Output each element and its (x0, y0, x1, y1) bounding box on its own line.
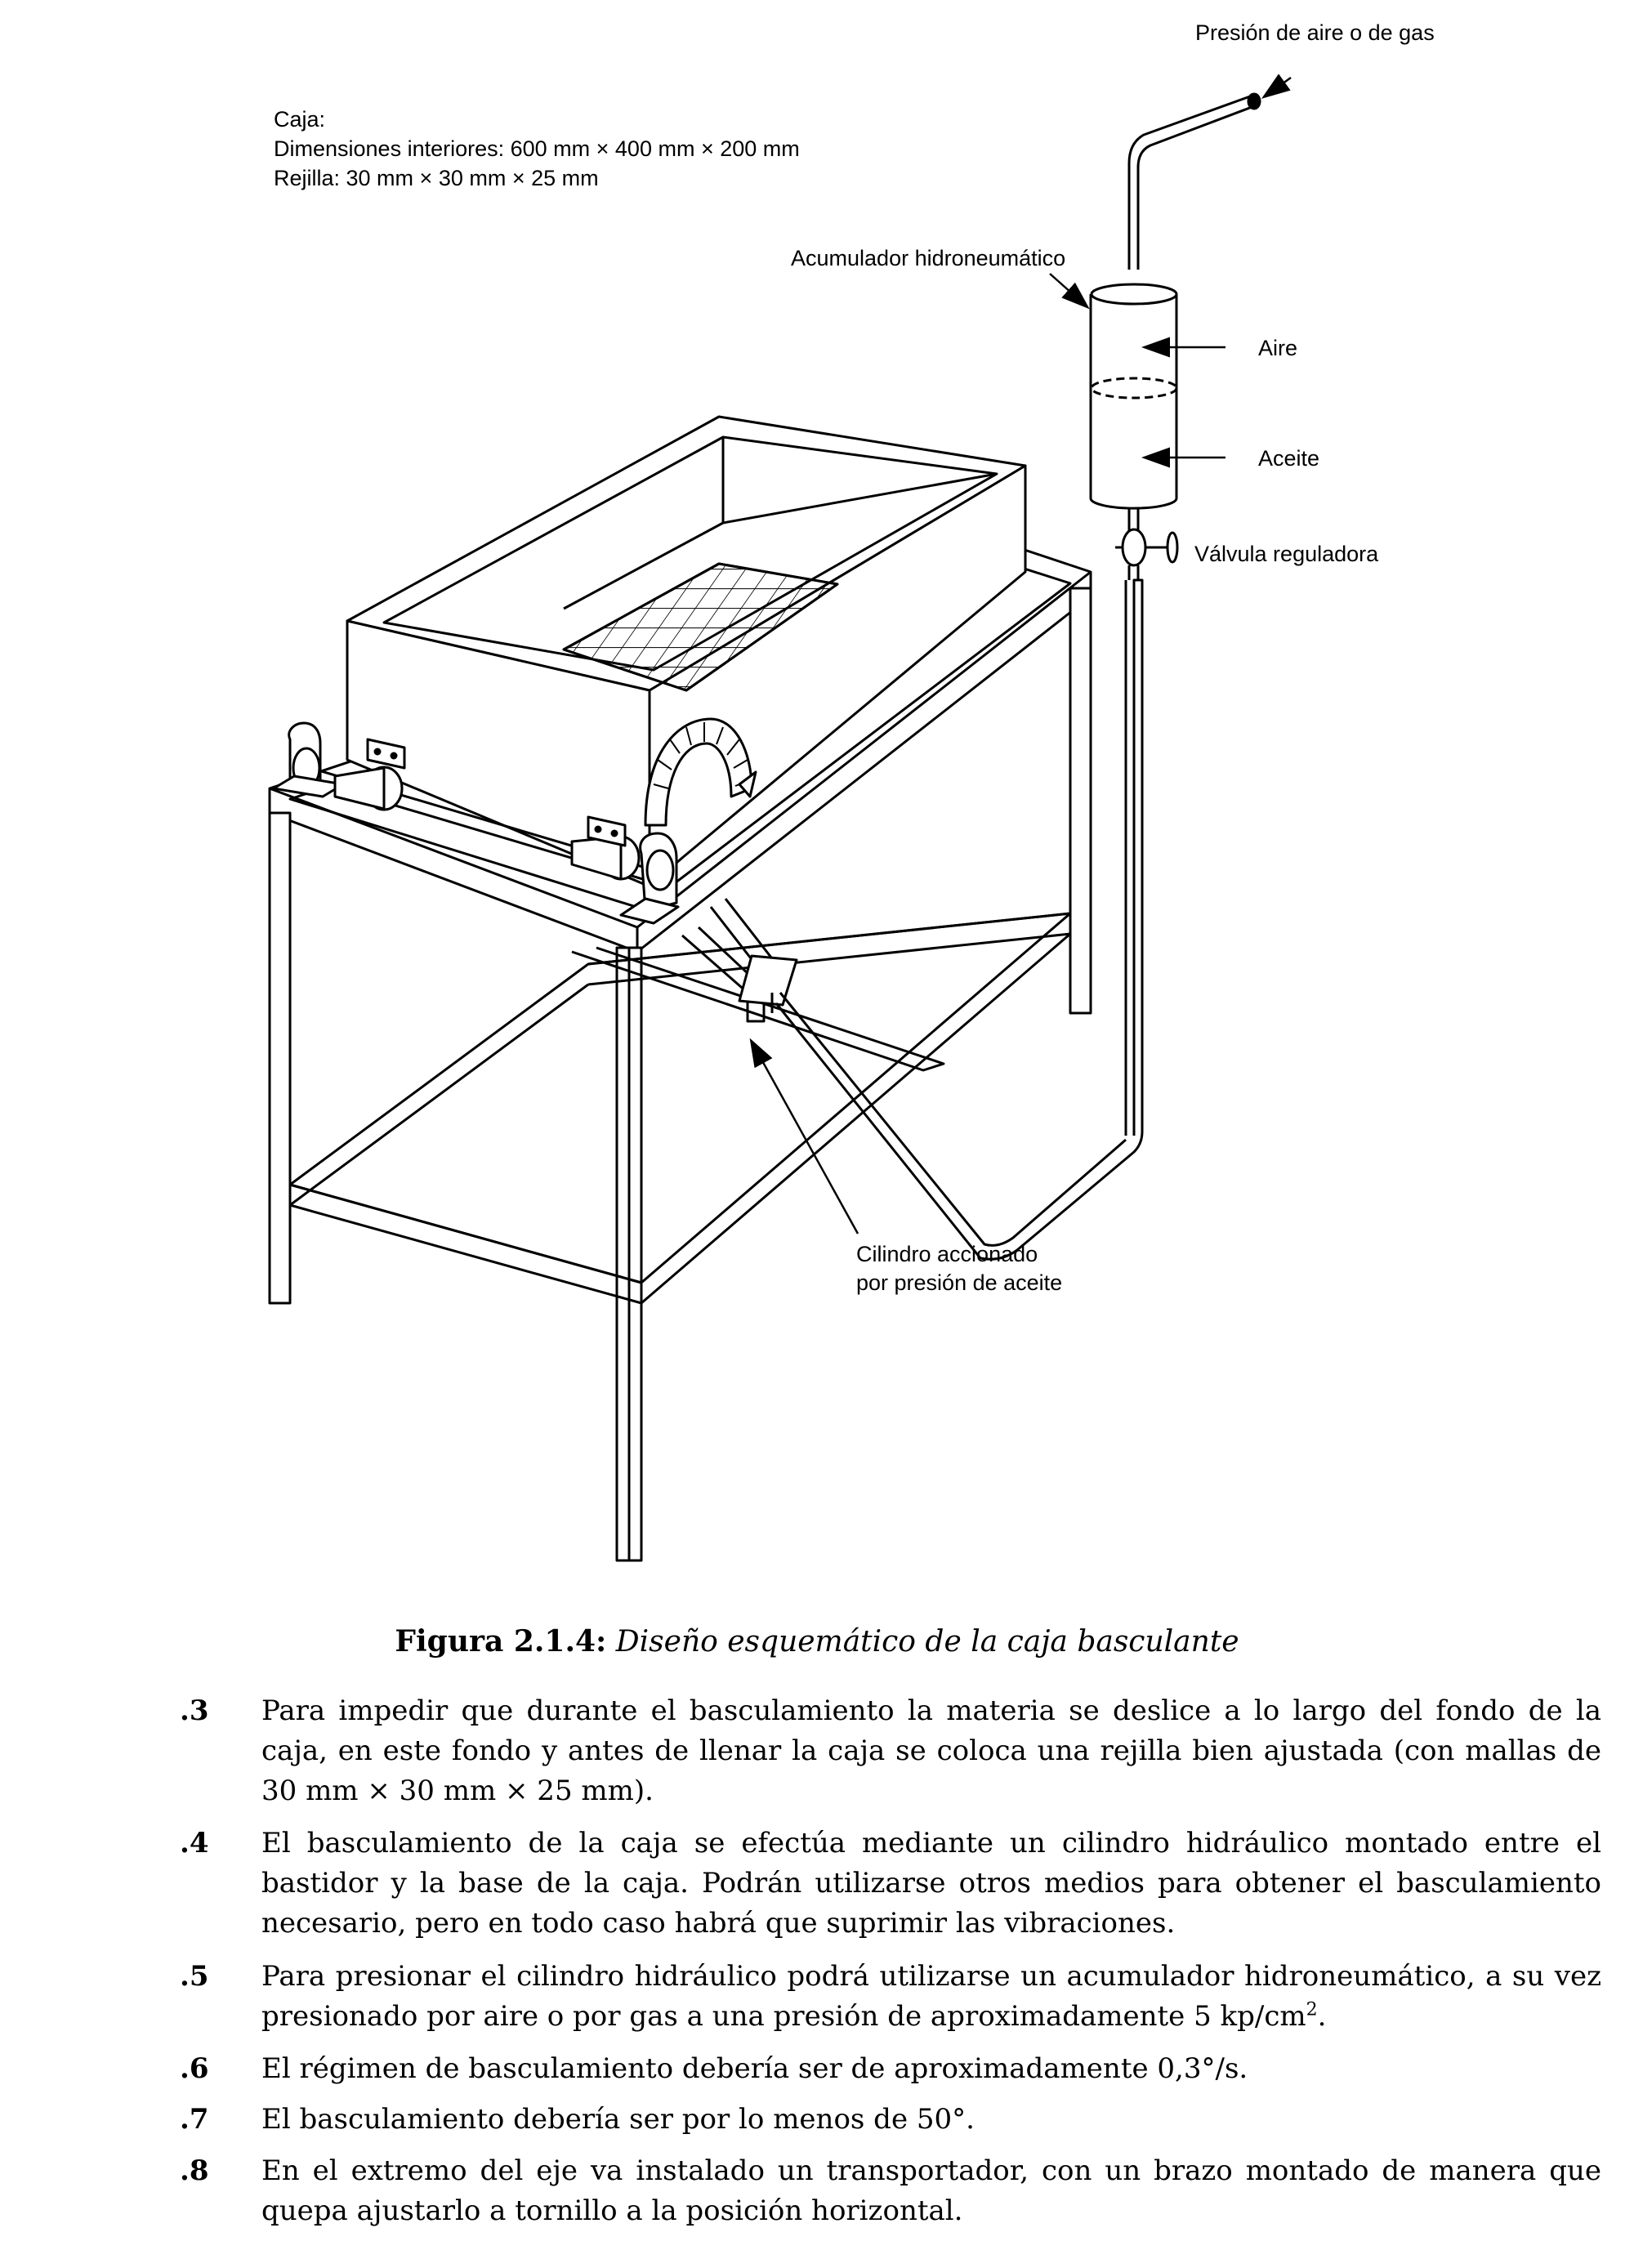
accumulator-label: Acumulador hidroneumático (791, 246, 1066, 270)
item-text: En el extremo del eje va instalado un tr… (261, 2154, 1601, 2227)
item-number: .4 (180, 1827, 209, 1859)
item-number: .5 (180, 1960, 209, 1993)
oil-label: Aceite (1258, 446, 1320, 471)
paragraph-item: .4 El basculamiento de la caja se efectú… (180, 1824, 1601, 1946)
item-number: .7 (180, 2103, 209, 2136)
item-text-end: . (1317, 2000, 1327, 2033)
item-number: .8 (180, 2154, 209, 2187)
tilting-box (346, 415, 1027, 888)
paragraph-item: .6 El régimen de basculamiento debería s… (180, 2049, 1601, 2090)
accumulator (1089, 283, 1179, 580)
item-text: Para presionar el cilindro hidráulico po… (261, 1957, 1601, 2037)
grid-dimensions-label: Rejilla: 30 mm × 30 mm × 25 mm (274, 166, 599, 190)
item-text: El basculamiento de la caja se efectúa m… (261, 1827, 1601, 1940)
item-text: El basculamiento debería ser por lo meno… (261, 2103, 975, 2136)
paragraph-item: .5 Para presionar el cilindro hidráulico… (180, 1957, 1601, 2038)
gas-pressure-label: Presión de aire o de gas (1195, 20, 1435, 45)
paragraph-item: .7 El basculamiento debería ser por lo m… (180, 2100, 1601, 2141)
cylinder-label-line1: Cilindro accionado (856, 1242, 1038, 1266)
valve-label: Válvula reguladora (1194, 542, 1379, 566)
item-number: .6 (180, 2052, 209, 2085)
paragraph-item: .3 Para impedir que durante el basculami… (180, 1691, 1601, 1814)
figure-caption: Figura 2.1.4: Diseño esquemático de la c… (0, 1624, 1634, 1659)
superscript: 2 (1306, 1999, 1318, 2020)
caption-title: Diseño esquemático de la caja basculante (615, 1625, 1239, 1659)
item-text-main: Para presionar el cilindro hidráulico po… (261, 1960, 1601, 2033)
hydraulic-cylinder (681, 898, 798, 1023)
paragraph-item: .8 En el extremo del eje va instalado un… (180, 2151, 1601, 2233)
caption-number: Figura 2.1.4: (395, 1624, 607, 1659)
leader-lines (749, 74, 1292, 1234)
tilting-box-diagram (268, 74, 1292, 1562)
item-text: Para impedir que durante el basculamient… (261, 1694, 1601, 1807)
box-dimensions-label: Dimensiones interiores: 600 mm × 400 mm … (274, 136, 800, 161)
shaft-assembly (272, 721, 680, 925)
oil-pipe (775, 92, 1261, 1261)
cylinder-label-line2: por presión de aceite (856, 1270, 1063, 1295)
item-number: .3 (180, 1694, 209, 1727)
box-title-label: Caja: (274, 107, 326, 132)
item-text: El régimen de basculamiento debería ser … (261, 2052, 1248, 2085)
air-label: Aire (1258, 336, 1298, 360)
